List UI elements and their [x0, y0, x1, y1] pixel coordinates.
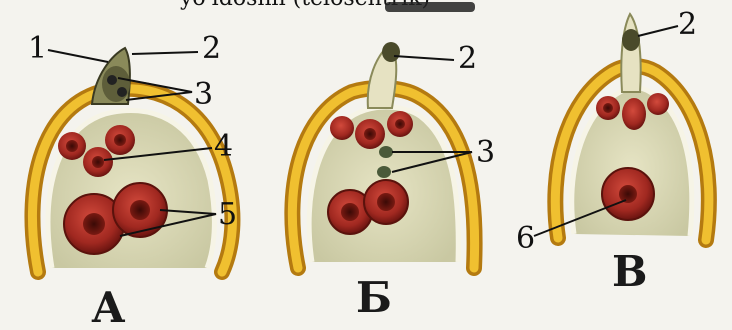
label-b-3: 3	[476, 135, 495, 170]
label-a-3: 3	[194, 77, 213, 112]
pollen-tube	[621, 14, 640, 92]
polar-nucleus-core	[341, 203, 359, 221]
sperm-cell	[377, 166, 391, 178]
synergid-cell	[647, 93, 669, 115]
synergid-nucleus	[92, 156, 104, 168]
polar-nucleus-core	[83, 213, 105, 235]
label-b-2: 2	[458, 41, 477, 76]
sperm-cell	[117, 87, 127, 97]
egg-nucleus	[364, 128, 376, 140]
label-a-1: 1	[28, 31, 47, 66]
synergid-nucleus	[66, 140, 78, 152]
panel-label-a: A	[91, 283, 126, 330]
panel-b: 2 3 Б	[292, 41, 495, 322]
sperm-cell	[107, 75, 117, 85]
polar-nucleus-core	[377, 193, 395, 211]
egg-nucleus	[114, 134, 126, 146]
label-a-4: 4	[214, 129, 233, 164]
leader-line-2	[394, 56, 454, 60]
leader-line-2	[132, 52, 198, 54]
label-c-2: 2	[678, 7, 697, 42]
panel-label-c: B	[612, 247, 648, 296]
egg-cell	[622, 98, 646, 130]
central-cell-nucleus	[619, 185, 637, 203]
panel-c: 2 6 B	[516, 7, 709, 296]
pollen-tube-tip	[622, 29, 640, 51]
panel-a: 1 2 3 4 5 A	[28, 31, 237, 330]
synergid-nucleus	[603, 103, 613, 113]
panel-label-b: Б	[356, 273, 392, 322]
polar-nucleus-core	[130, 200, 150, 220]
synergid-cell	[330, 116, 354, 140]
sperm-cell	[379, 146, 393, 158]
label-a-2: 2	[202, 31, 221, 66]
label-c-6: 6	[516, 221, 535, 256]
synergid-nucleus	[395, 119, 405, 129]
leader-line-2	[638, 26, 678, 36]
leader-line-1	[48, 50, 108, 62]
pollen-tube-tip	[382, 42, 400, 62]
pollen-tube-tip	[102, 66, 130, 102]
label-a-5: 5	[218, 197, 237, 232]
